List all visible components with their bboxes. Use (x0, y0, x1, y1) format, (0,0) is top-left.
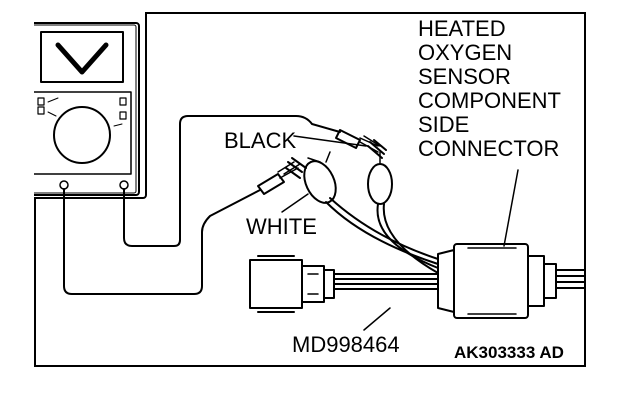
harness-clips (303, 151, 439, 274)
title-label: HEATED OXYGEN SENSOR COMPONENT SIDE CONN… (418, 16, 561, 161)
title-line-1: HEATED (418, 16, 506, 41)
black-leader (293, 135, 367, 147)
harness-right-connector (453, 243, 529, 319)
title-line-2: OXYGEN (418, 40, 512, 65)
black-label: BLACK (224, 128, 296, 153)
harness-left-connector (249, 259, 303, 309)
title-line-5: SIDE (418, 112, 469, 137)
meter-dial (53, 106, 111, 164)
title-line-6: CONNECTOR (418, 136, 559, 161)
title-line-4: COMPONENT (418, 88, 561, 113)
title-line-3: SENSOR (418, 64, 511, 89)
multimeter-device (34, 22, 140, 196)
volt-symbol-icon (55, 42, 109, 75)
meter-display (40, 31, 124, 83)
connector-leader (503, 169, 519, 247)
tool-leader (363, 307, 391, 331)
test-harness (249, 243, 586, 319)
meter-leads (63, 115, 341, 295)
black-probe (335, 129, 387, 159)
white-leader (281, 193, 309, 213)
figure-frame: HEATED OXYGEN SENSOR COMPONENT SIDE CONN… (34, 12, 586, 367)
leader-lines (281, 135, 519, 331)
wiring-diagram: HEATED OXYGEN SENSOR COMPONENT SIDE CONN… (34, 12, 586, 367)
white-probe (257, 157, 307, 195)
multimeter (34, 12, 147, 199)
tool-label: MD998464 (292, 332, 400, 357)
white-label: WHITE (246, 214, 317, 239)
figure-code: AK303333 AD (454, 343, 564, 362)
